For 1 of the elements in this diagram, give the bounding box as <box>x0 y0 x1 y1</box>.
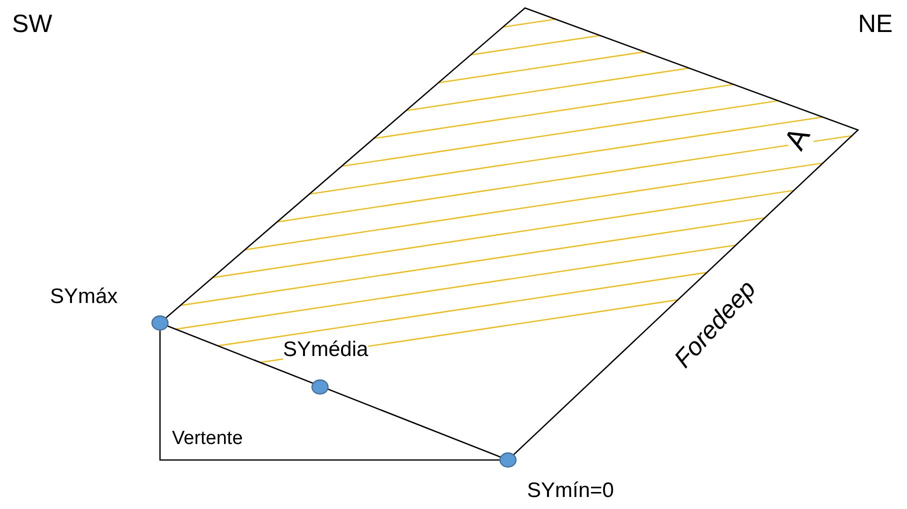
point-label: SYmédia <box>283 339 368 360</box>
